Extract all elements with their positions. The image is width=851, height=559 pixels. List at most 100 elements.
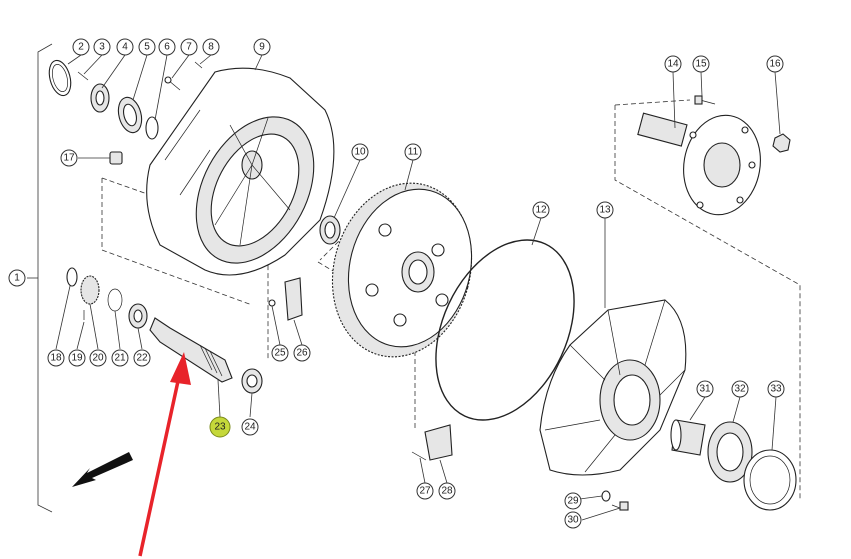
callout-22: 22: [133, 349, 151, 367]
nut-part-16: [772, 133, 791, 153]
callout-24: 24: [241, 418, 259, 436]
svg-text:15: 15: [695, 59, 707, 70]
callout-3: 3: [93, 38, 111, 56]
callout-9: 9: [253, 38, 271, 56]
callout-33: 33: [767, 380, 785, 398]
callout-1: 1: [8, 269, 26, 287]
callout-19: 19: [68, 349, 86, 367]
bolt-part-30: [611, 501, 629, 511]
bushing-part-31: [670, 419, 706, 456]
svg-text:6: 6: [164, 42, 170, 53]
ring-part-6: [145, 116, 159, 140]
bolt-part: [77, 71, 89, 81]
svg-text:20: 20: [92, 353, 104, 364]
bolt-part-15: [694, 95, 716, 105]
callout-4: 4: [116, 38, 134, 56]
svg-text:16: 16: [769, 59, 781, 70]
leader-lines: [55, 54, 781, 521]
shaft-part-23: [149, 317, 233, 383]
svg-text:4: 4: [122, 42, 128, 53]
seal-ring-part-33: [743, 449, 797, 511]
callout-7: 7: [180, 38, 198, 56]
pin-part-8: [194, 61, 203, 69]
washer-part-29: [601, 490, 611, 502]
svg-text:19: 19: [71, 353, 83, 364]
bearing-part-32: [707, 421, 753, 483]
bearing-part-4: [90, 83, 110, 113]
callout-6: 6: [158, 38, 176, 56]
callout-30: 30: [564, 511, 582, 529]
svg-text:10: 10: [354, 147, 366, 158]
svg-text:1: 1: [14, 273, 20, 284]
bracket-part-28: [424, 424, 453, 461]
svg-text:7: 7: [186, 42, 192, 53]
svg-text:22: 22: [136, 353, 148, 364]
callout-13: 13: [596, 201, 614, 219]
svg-text:30: 30: [567, 515, 579, 526]
svg-text:9: 9: [259, 42, 265, 53]
svg-text:11: 11: [408, 147, 419, 158]
callout-8: 8: [202, 38, 220, 56]
callout-21: 21: [111, 349, 129, 367]
svg-text:32: 32: [734, 384, 746, 395]
svg-text:24: 24: [244, 422, 256, 433]
callout-11: 11: [404, 143, 422, 161]
callout-32: 32: [731, 380, 749, 398]
svg-text:28: 28: [441, 486, 453, 497]
callout-31: 31: [696, 380, 714, 398]
red-pointer-arrow-icon: [138, 352, 191, 557]
direction-arrow-icon: [72, 452, 133, 487]
callout-20: 20: [89, 349, 107, 367]
bearing-part-5: [117, 96, 143, 134]
housing-part: [146, 67, 335, 276]
callout-23-highlighted[interactable]: 23: [209, 416, 231, 438]
callout-17: 17: [60, 149, 78, 167]
o-ring-part: [435, 239, 575, 421]
svg-text:23: 23: [214, 422, 226, 433]
callout-2: 2: [72, 38, 90, 56]
svg-text:31: 31: [699, 384, 711, 395]
flange-shaft-part: [637, 112, 761, 216]
svg-text:17: 17: [63, 153, 75, 164]
callout-15: 15: [692, 55, 710, 73]
bolt-part-27: [411, 451, 427, 461]
callout-16: 16: [766, 55, 784, 73]
callout-27: 27: [416, 482, 434, 500]
callout-26: 26: [293, 344, 311, 362]
ring-part-21: [107, 288, 123, 312]
callout-14: 14: [664, 55, 682, 73]
gear-part-20: [80, 275, 100, 305]
svg-text:29: 29: [567, 496, 579, 507]
callout-25: 25: [271, 344, 289, 362]
gear-part: [331, 182, 473, 358]
svg-text:33: 33: [770, 384, 782, 395]
svg-text:25: 25: [274, 348, 286, 359]
bolt-part-25: [268, 299, 276, 307]
svg-text:5: 5: [144, 42, 150, 53]
seal-ring-part: [48, 59, 72, 97]
bracket-part-26: [284, 277, 303, 321]
svg-text:12: 12: [535, 205, 547, 216]
svg-text:13: 13: [599, 205, 611, 216]
callout-12: 12: [532, 201, 550, 219]
bushing-part: [319, 215, 341, 245]
svg-text:2: 2: [78, 42, 84, 53]
svg-text:18: 18: [50, 353, 62, 364]
svg-text:8: 8: [208, 42, 214, 53]
bearing-part-22: [128, 303, 148, 329]
bearing-part-24: [241, 368, 263, 394]
svg-text:21: 21: [114, 353, 126, 364]
callout-18: 18: [47, 349, 65, 367]
plug-part-17: [109, 151, 123, 165]
callout-29: 29: [564, 492, 582, 510]
callout-5: 5: [138, 38, 156, 56]
svg-text:27: 27: [419, 486, 431, 497]
assembly-bracket: [27, 43, 53, 513]
ring-part-18: [66, 267, 78, 287]
cover-part: [539, 299, 687, 476]
svg-text:3: 3: [99, 42, 105, 53]
bolt-part-7: [164, 76, 181, 91]
callout-10: 10: [351, 143, 369, 161]
